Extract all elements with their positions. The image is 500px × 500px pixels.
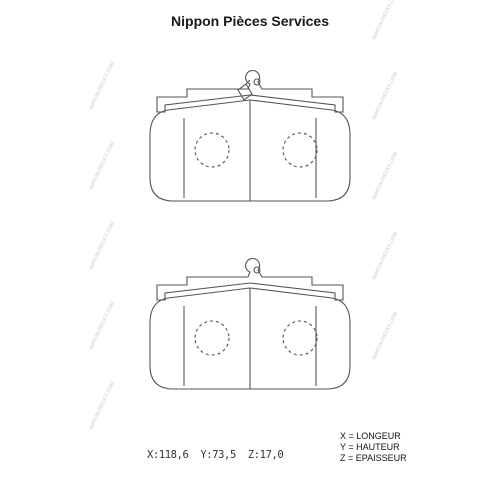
watermark-text: NIPPON-PIECES.COM bbox=[371, 231, 399, 281]
sensor-hole-top bbox=[253, 78, 261, 86]
piston-circle-left bbox=[194, 132, 230, 168]
watermark-text: NIPPON-PIECES.COM bbox=[88, 381, 116, 431]
watermark-text: NIPPON-PIECES.COM bbox=[88, 301, 116, 351]
watermark-text: NIPPON-PIECES.COM bbox=[88, 61, 116, 111]
wear-sensor-top bbox=[237, 79, 253, 101]
watermark-text: NIPPON-PIECES.COM bbox=[371, 71, 399, 121]
watermark-text: NIPPON-PIECES.COM bbox=[88, 221, 116, 271]
watermark-layer: NIPPON-PIECES.COM NIPPON-PIECES.COM NIPPON… bbox=[88, 0, 399, 431]
piston-circle-right bbox=[282, 132, 318, 168]
watermark-text: NIPPON-PIECES.COM bbox=[371, 151, 399, 201]
legend-y: Y = HAUTEUR bbox=[340, 442, 400, 452]
backing-plate-bottom bbox=[156, 257, 344, 301]
backing-plate-top bbox=[156, 69, 344, 113]
dimensions-readout: X:118,6 Y:73,5 Z:17,0 bbox=[147, 449, 289, 461]
watermark-text: NIPPON-PIECES.COM bbox=[88, 141, 116, 191]
piston-circle-left bbox=[194, 320, 230, 356]
legend-x: X = LONGEUR bbox=[340, 431, 401, 441]
brand-title: Nippon Pièces Services bbox=[171, 13, 329, 29]
brake-pad-bottom bbox=[149, 257, 351, 390]
dimension-z: Z:17,0 bbox=[247, 449, 284, 461]
legend-z: Z = EPAISSEUR bbox=[340, 453, 407, 463]
watermark-text: NIPPON-PIECES.COM bbox=[371, 311, 399, 361]
brake-pad-top bbox=[149, 69, 351, 202]
friction-pad-bottom bbox=[149, 287, 351, 390]
dimension-y: Y:73,5 bbox=[200, 449, 236, 461]
watermark-text: NIPPON-PIECES.COM bbox=[371, 0, 399, 41]
piston-circle-right bbox=[282, 320, 318, 356]
dimension-x: X:118,6 bbox=[147, 449, 189, 461]
sensor-hole-bottom bbox=[253, 266, 261, 274]
friction-pad-top bbox=[149, 99, 351, 202]
dimension-legend: X = LONGEUR Y = HAUTEUR Z = EPAISSEUR bbox=[340, 431, 407, 464]
